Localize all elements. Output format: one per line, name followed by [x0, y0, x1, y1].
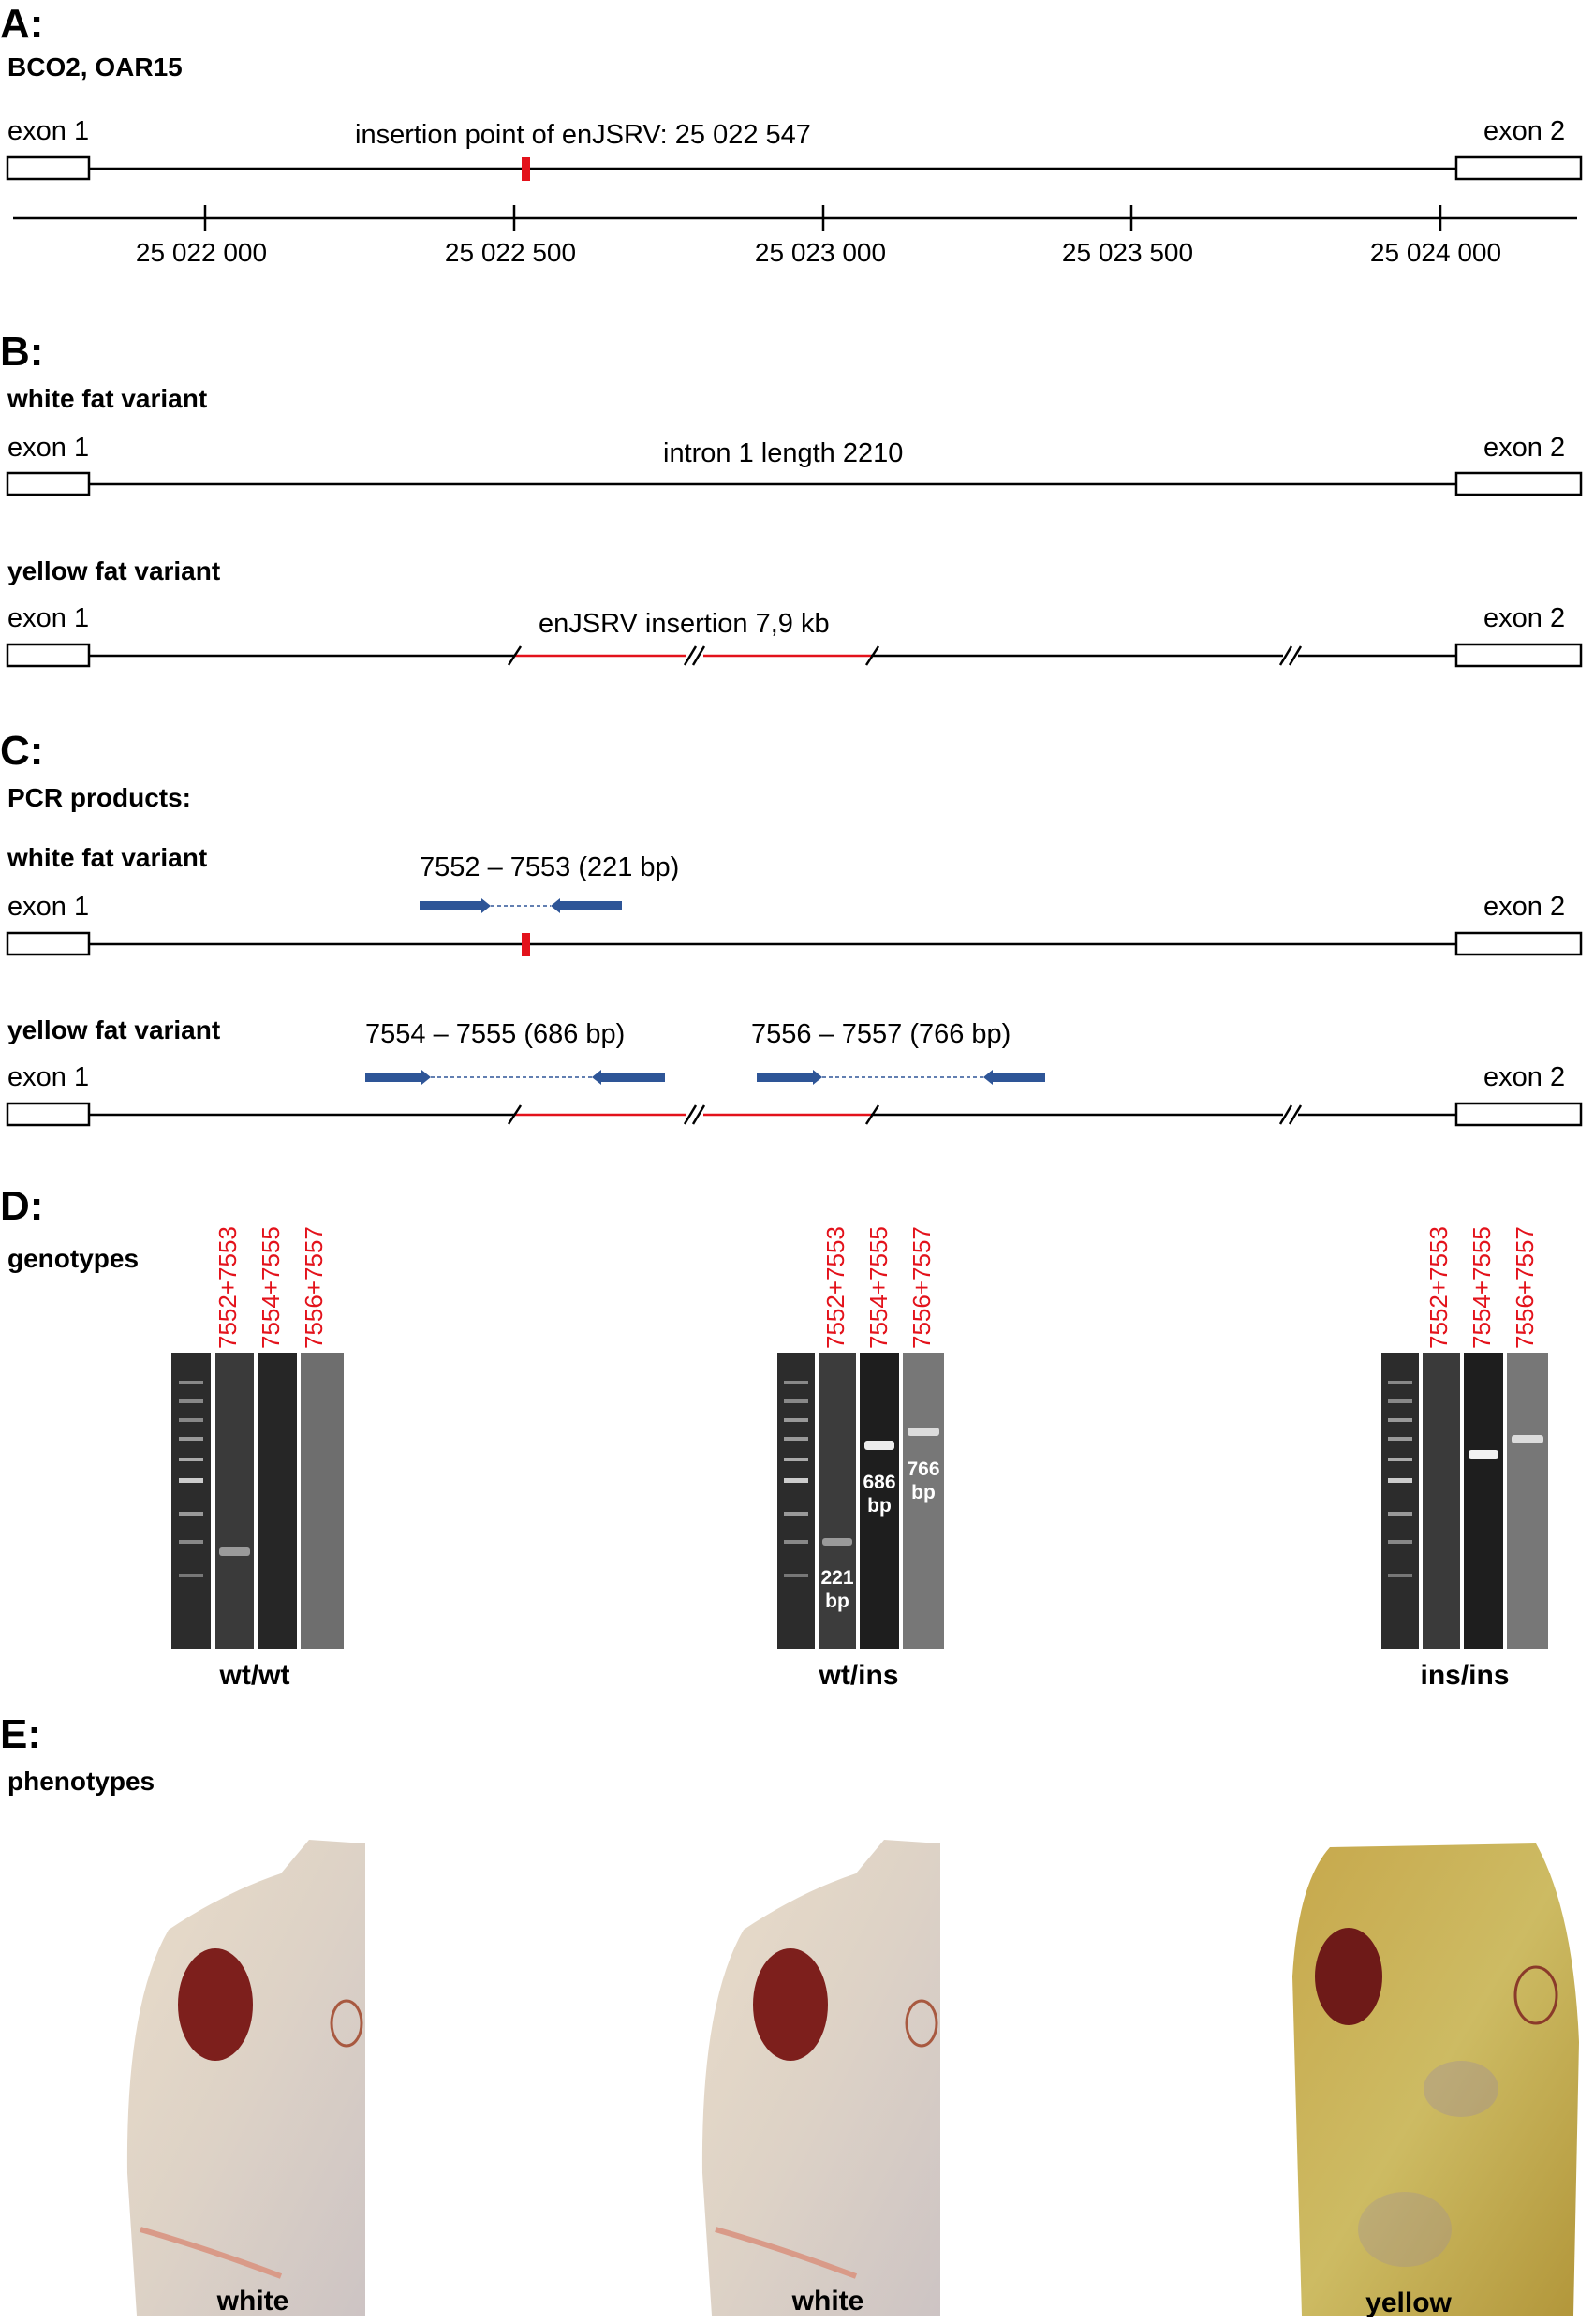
panel-d-title: genotypes [7, 1244, 140, 1273]
panel-c-exon1-label: exon 1 [7, 892, 90, 922]
primer-pair-686 [365, 1070, 665, 1085]
panel-c-yellow-title: yellow fat variant [7, 1015, 221, 1044]
carcass-photo-white-1 [126, 1840, 365, 2316]
exon1-box [6, 155, 91, 181]
panel-b-yellow-exon2-label: exon 2 [1483, 603, 1566, 633]
gel-lane-7552-7553 [215, 1353, 254, 1649]
panel-c-yellow-exon1-label: exon 1 [7, 1062, 90, 1092]
phenotype-label-white: white [791, 2286, 864, 2317]
panel-b-yellow-gene-model [6, 643, 1583, 668]
phenotype-label-yellow: yellow [1365, 2287, 1452, 2318]
panel-b-white-title: white fat variant [7, 384, 208, 413]
axis-tick-label: 25 023 500 [1061, 238, 1194, 267]
gel-lane-7554-7555 [258, 1353, 297, 1649]
lane-label: 7554+7555 [257, 1226, 285, 1349]
gel-lane-7556-7557 [301, 1353, 344, 1649]
gel-lane-7556-7557 [1507, 1353, 1548, 1649]
lane-label: 7552+7553 [1424, 1226, 1453, 1349]
carcass-photo-yellow [1292, 1843, 1579, 2316]
gel-ladder-lane [1381, 1353, 1419, 1649]
panel-c-yellow-exon2-label: exon 2 [1483, 1062, 1566, 1092]
axis-tick-label: 25 024 000 [1369, 238, 1502, 267]
pcr-product-766-label: 7556 – 7557 (766 bp) [751, 1019, 1011, 1049]
panel-b-exon1-label: exon 1 [7, 433, 90, 463]
pcr-product-221-label: 7552 – 7553 (221 bp) [420, 852, 680, 882]
panel-a-exon1-label: exon 1 [7, 116, 90, 146]
panel-c-exon2-label: exon 2 [1483, 892, 1566, 922]
panel-b-yellow-exon1-label: exon 1 [7, 603, 90, 633]
lane-label: 7554+7555 [864, 1226, 893, 1349]
gene-diagram [6, 155, 1583, 1127]
intron-length-label: intron 1 length 2210 [663, 438, 904, 468]
genotype-label-wt-wt: wt/wt [219, 1660, 290, 1691]
lane-label: 7552+7553 [214, 1226, 242, 1349]
phenotype-label-white: white [216, 2286, 289, 2317]
panel-b-white-gene-model [6, 471, 1583, 496]
gel-image-wt-wt [171, 1353, 344, 1649]
insertion-point-marker [522, 933, 530, 956]
pcr-product-686-label: 7554 – 7555 (686 bp) [365, 1019, 626, 1049]
lane-label: 7556+7557 [300, 1226, 328, 1349]
panel-a-exon2-label: exon 2 [1483, 116, 1566, 146]
primer-pair-221 [420, 898, 622, 913]
gel-ladder-lane [171, 1353, 211, 1649]
gel-lane-7552-7553 [1423, 1353, 1460, 1649]
panel-e-title: phenotypes [7, 1767, 155, 1796]
exon2-box [1454, 155, 1583, 181]
panel-b-letter: B: [0, 329, 44, 375]
panel-a-letter: A: [0, 1, 44, 47]
panel-c-title: PCR products: [7, 783, 191, 812]
enjsrv-insertion-label: enJSRV insertion 7,9 kb [539, 609, 830, 639]
panel-b-yellow-title: yellow fat variant [7, 556, 221, 585]
insertion-point-marker [522, 157, 530, 181]
axis-tick-label: 25 022 500 [444, 238, 577, 267]
panel-a-title: BCO2, OAR15 [7, 52, 183, 81]
panel-c-white-gene-model [6, 898, 1583, 956]
gel-ladder-lane [777, 1353, 815, 1649]
lane-label: 7556+7557 [908, 1226, 936, 1349]
genotype-label-wt-ins: wt/ins [819, 1660, 899, 1691]
lane-label: 7554+7555 [1468, 1226, 1496, 1349]
panel-c-white-title: white fat variant [7, 843, 208, 872]
panel-b-exon2-label: exon 2 [1483, 433, 1566, 463]
lane-label: 7556+7557 [1511, 1226, 1539, 1349]
panel-c-letter: C: [0, 728, 44, 774]
panel-d-letter: D: [0, 1183, 44, 1229]
panel-a-gene-model [6, 155, 1583, 231]
panel-c-yellow-gene-model [6, 1070, 1583, 1127]
axis-tick-label: 25 023 000 [754, 238, 887, 267]
insertion-point-label: insertion point of enJSRV: 25 022 547 [355, 120, 811, 150]
gel-image-ins-ins [1381, 1353, 1548, 1649]
primer-pair-766 [757, 1070, 1045, 1085]
genotype-label-ins-ins: ins/ins [1420, 1660, 1510, 1691]
lane-label: 7552+7553 [821, 1226, 849, 1349]
panel-e-letter: E: [0, 1711, 41, 1757]
axis-tick-label: 25 022 000 [135, 238, 268, 267]
gel-lane-7554-7555 [1464, 1353, 1503, 1649]
carcass-photo-white-2 [701, 1840, 940, 2316]
